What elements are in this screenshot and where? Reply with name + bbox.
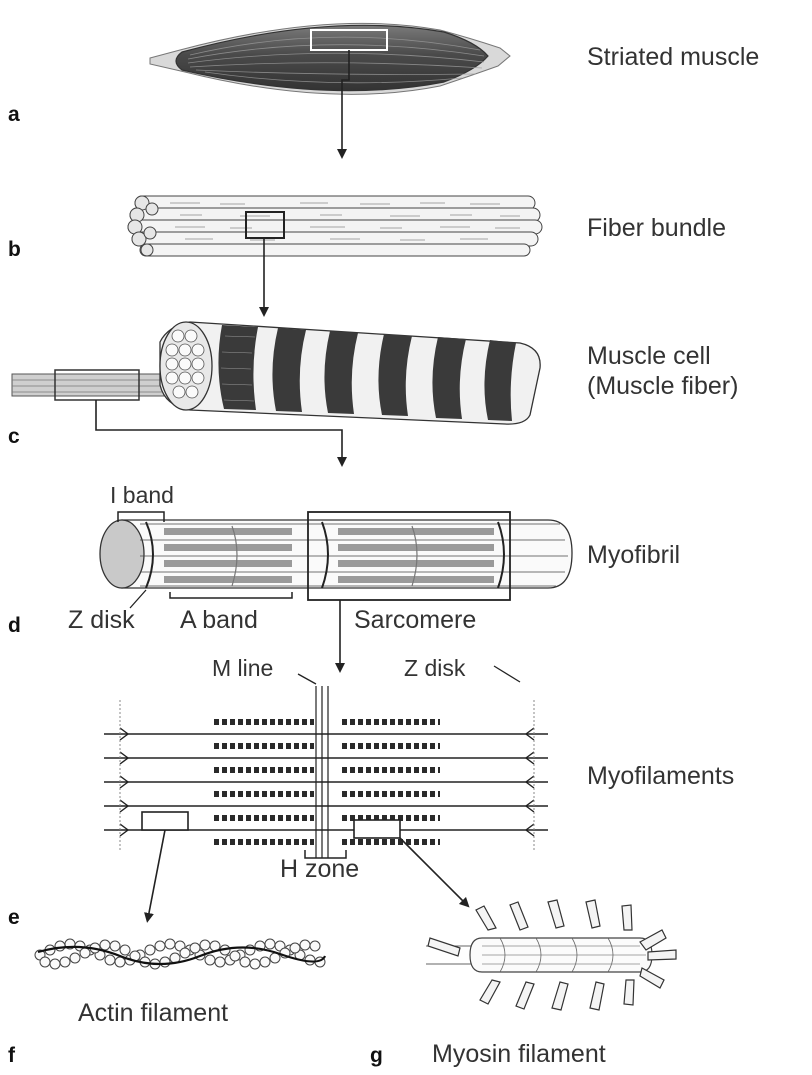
arrow-to-myosin [400, 838, 466, 904]
m-line-label: M line [212, 655, 273, 681]
striated-muscle-illustration [150, 23, 510, 94]
panel-letter-g: g [370, 1044, 383, 1068]
arrow-to-actin [148, 830, 165, 918]
fiber-bundle-illustration [128, 196, 542, 256]
panel-letter-a: a [8, 103, 20, 127]
muscle-cell-label: Muscle cell [587, 342, 711, 371]
striated-muscle-label: Striated muscle [587, 43, 759, 72]
myosin-filament-label: Myosin filament [432, 1040, 606, 1069]
m-line-pointer [298, 674, 316, 684]
panel-letter-c: c [8, 425, 20, 449]
a-band-label: A band [180, 606, 258, 635]
muscle-fiber-label: (Muscle fiber) [587, 372, 738, 401]
panel-letter-b: b [8, 238, 21, 262]
i-band-label: I band [110, 482, 174, 508]
z-disk-pointer-e [494, 666, 520, 682]
muscle-cell-illustration [12, 322, 540, 424]
myofilaments-illustration [104, 686, 548, 858]
a-band-bracket [170, 592, 292, 598]
z-disk-label: Z disk [68, 606, 135, 635]
z-disk-label-e: Z disk [404, 655, 465, 681]
myosin-filament-illustration [426, 900, 676, 1010]
panel-letter-d: d [8, 614, 21, 638]
actin-filament-label: Actin filament [78, 999, 228, 1028]
panel-letter-f: f [8, 1044, 15, 1068]
sarcomere-label: Sarcomere [354, 606, 476, 635]
myofibril-label: Myofibril [587, 541, 680, 570]
h-zone-label: H zone [280, 855, 359, 884]
panel-letter-e: e [8, 906, 20, 930]
fiber-bundle-label: Fiber bundle [587, 214, 726, 243]
myofibril-illustration [100, 520, 572, 588]
myofilaments-label: Myofilaments [587, 762, 734, 791]
